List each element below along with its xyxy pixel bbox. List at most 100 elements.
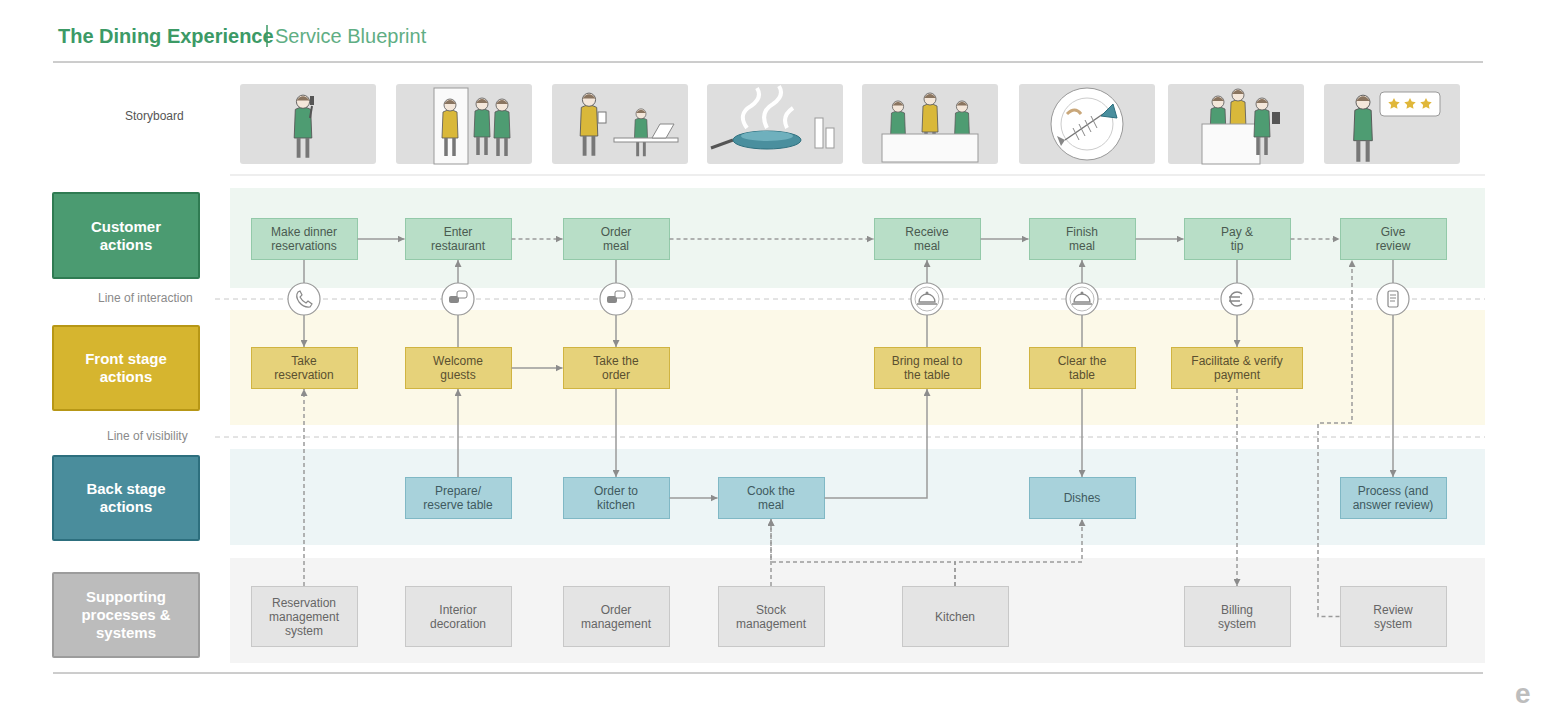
storyboard-frame [733,131,801,149]
dashed-connector [303,389,305,586]
dashed-connector [1291,238,1340,240]
node-text: Take reservation [269,354,339,382]
rating-star [1420,98,1431,109]
flow-connector [512,367,563,369]
flow-connector [981,238,1029,240]
tablet-icon [1388,291,1398,307]
cloche-icon [917,294,937,304]
node-text: Make dinner reservations [264,225,344,253]
customer-action-box: Give review [1340,218,1447,260]
backstage-action-box: Process (and answer review) [1340,477,1447,519]
cloche-icon [1066,283,1098,315]
flow-connector [1236,260,1238,347]
storyboard-frame [815,118,823,148]
node-text: Welcome guests [423,354,493,382]
tablet-icon [1377,283,1409,315]
storyboard-frame [1324,84,1460,164]
cloche-icon [911,283,943,315]
support-system-box: Stock management [718,586,825,647]
flow-connector [670,497,718,499]
header-rules [53,673,1483,674]
chat-icon [615,291,625,298]
storyboard-frame [1019,84,1155,164]
backstage-action-box: Dishes [1029,477,1136,519]
swimlane-label: Back stage actions [52,455,200,541]
storyboard-frame [1051,88,1123,160]
node-text: Back stage actions [71,480,181,516]
frontstage-action-box: Take the order [563,347,670,389]
chat-icon [442,283,474,315]
storyboard-frame [552,84,688,164]
storyboard-frame [474,98,490,155]
storyboard-frame [1057,136,1065,146]
storyboard-frame [598,112,606,123]
storyboard-frame [652,124,674,138]
storyboard-frame [442,99,458,156]
support-system-box: Interior decoration [405,586,512,647]
node-text: Review system [1366,603,1421,631]
node-text: Process (and answer review) [1349,484,1437,512]
flow-connector [615,260,617,347]
swimlane-label: Supporting processes & systems [52,572,200,658]
cloche-icon [1070,287,1094,311]
tablet-icon [1390,295,1396,301]
support-system-box: Reservation management system [251,586,358,647]
tablet-icon [1377,283,1409,315]
node-text: Supporting processes & systems [71,588,181,642]
node-text: Interior decoration [426,603,491,631]
frontstage-action-box: Facilitate & verify payment [1171,347,1303,389]
storyboard-frame [741,131,793,141]
storyboard-frame [1168,84,1304,164]
phone-icon [288,283,320,315]
boundary-line [215,299,1485,437]
storyboard-frame [882,134,978,162]
storyboard-frame [396,84,532,164]
flow-connector [615,389,617,477]
storyboard-frame [240,84,376,164]
node-text: Dishes [1064,491,1101,505]
header-rules [53,25,1485,673]
header-rules [53,62,1483,63]
flow-connector [457,389,459,477]
node-text: Reservation management system [267,596,342,638]
frontstage-action-box: Clear the table [1029,347,1136,389]
storyboard-frame [1065,114,1103,140]
node-text: Order meal [594,225,639,253]
flow-connector [1081,260,1083,347]
node-text: Receive meal [902,225,952,253]
swimlane-band [230,558,1485,663]
storyboard-frame [707,84,843,164]
storyboard-frame [434,88,468,164]
node-text: Customer actions [71,218,181,254]
storyboard-frame [862,84,998,164]
node-text: Front stage actions [71,350,181,386]
flow-connector [358,238,405,240]
storyboard-frame [1324,84,1460,164]
flow-connector [825,389,928,498]
line-label: Line of interaction [98,292,193,306]
cloche-icon [915,287,939,311]
node-text: Give review [1371,225,1416,253]
customer-action-box: Pay & tip [1184,218,1291,260]
node-text: Clear the table [1052,354,1112,382]
storyboard-frame [1380,92,1440,116]
chat-icon [449,296,459,303]
node-text: Prepare/ reserve table [418,484,498,512]
node-text: Stock management [735,603,807,631]
storyboard-frame [707,84,843,164]
title-subtitle: Service Blueprint [275,25,426,48]
storyboard-frame [1168,84,1304,164]
storyboard-frame [294,95,312,158]
node-text: Enter restaurant [427,225,489,253]
dashed-connector [670,238,874,240]
cloche-icon [911,283,943,315]
storyboard-frame [1101,104,1117,118]
support-system-box: Review system [1340,586,1447,647]
storyboard-frame [1354,95,1373,161]
swimlane-band [230,188,1485,288]
storyboard-frame [1202,124,1260,164]
boundary-line [215,437,1485,438]
